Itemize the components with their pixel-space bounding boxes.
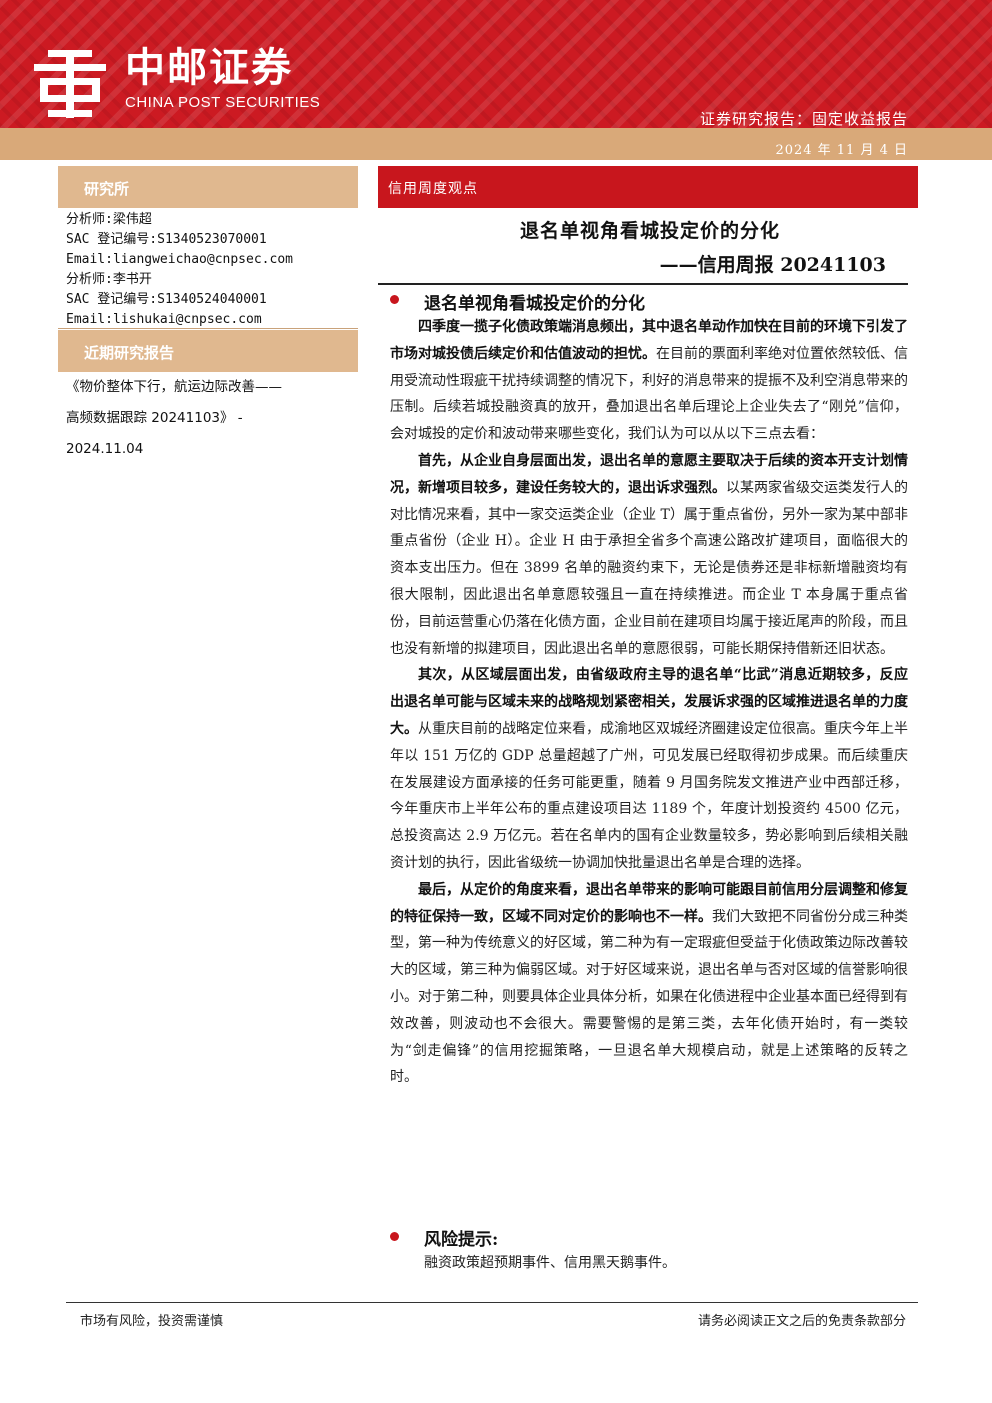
recent-reports-heading: 近期研究报告 xyxy=(84,344,175,362)
title-divider xyxy=(378,283,908,285)
logo-chinese-text: 中邮证券 xyxy=(125,45,293,91)
paragraph: 首先，从企业自身层面出发，退出名单的意愿主要取决于后续的资本开支计划情况，新增项… xyxy=(390,448,908,662)
paragraph-lead: 最后，从定价的角度来看，退出名单带来的影响可能跟目前信用分层调整和修复的特征保持… xyxy=(390,881,908,925)
footer-right: 请务必阅读正文之后的免责条款部分 xyxy=(697,1314,906,1329)
institute-heading: 研究所 xyxy=(84,180,130,198)
sidebar-divider xyxy=(58,328,358,329)
analyst-line: SAC 登记编号:S1340523070001 xyxy=(66,232,267,247)
bullet-icon xyxy=(390,1232,399,1241)
section-label-bar: 信用周度观点 xyxy=(378,166,918,208)
paragraph-lead: 其次，从区域层面出发，由省级政府主导的退名单“比武”消息近期较多，反应出退名单可… xyxy=(390,667,908,737)
recent-report-line: 《物价整体下行，航运边际改善—— xyxy=(66,379,282,395)
analyst-line: SAC 登记编号:S1340524040001 xyxy=(66,292,267,307)
paragraph-lead: 首先，从企业自身层面出发，退出名单的意愿主要取决于后续的资本开支计划情况，新增项… xyxy=(390,452,908,496)
recent-reports-heading-bar: 近期研究报告 xyxy=(58,330,358,372)
risk-heading: 风险提示: xyxy=(424,1230,499,1250)
paragraph-text: 以某两家省级交运类发行人的对比情况来看，其中一家交运类企业（企业 T）属于重点省… xyxy=(390,479,908,657)
paragraph: 四季度一揽子化债政策端消息频出，其中退名单动作加快在目前的环境下引发了市场对城投… xyxy=(390,314,908,448)
institute-heading-bar: 研究所 xyxy=(58,166,358,208)
recent-report-line: 高频数据跟踪 20241103》 - xyxy=(66,410,243,426)
paragraph: 最后，从定价的角度来看，退出名单带来的影响可能跟目前信用分层调整和修复的特征保持… xyxy=(390,877,908,1091)
paragraph: 其次，从区域层面出发，由省级政府主导的退名单“比武”消息近期较多，反应出退名单可… xyxy=(390,662,908,876)
header-banner: 中邮证券 CHINA POST SECURITIES 证券研究报告：固定收益报告 xyxy=(0,0,992,128)
report-subtitle: ——信用周报 20241103 xyxy=(659,254,886,276)
footer-left: 市场有风险，投资需谨慎 xyxy=(80,1314,224,1329)
section-label: 信用周度观点 xyxy=(388,181,478,197)
recent-report-link[interactable]: 《物价整体下行，航运边际改善—— 高频数据跟踪 20241103》 - 2024… xyxy=(66,372,356,465)
analyst-line: 分析师:李书开 xyxy=(66,272,152,287)
paragraph-text: 我们大致把不同省份分成三种类型，第一种为传统意义的好区域，第二种为有一定瑕疵但受… xyxy=(390,908,908,1086)
risk-text: 融资政策超预期事件、信用黑天鹅事件。 xyxy=(424,1255,676,1271)
section-heading: 退名单视角看城投定价的分化 xyxy=(424,294,645,314)
analyst-line: Email:lishukai@cnpsec.com xyxy=(66,312,262,327)
paragraph-lead: 四季度一揽子化债政策端消息频出，其中退名单动作加快在目前的环境下引发了市场对城投… xyxy=(390,319,908,362)
paragraph-text: 从重庆目前的战略定位来看，成渝地区双城经济圈建设定位很高。重庆今年上半年以 15… xyxy=(390,720,908,871)
paragraph-text: 在目前的票面利率绝对位置依然较低、信用受流动性瑕疵干扰持续调整的情况下，利好的消… xyxy=(390,345,908,443)
footer-divider xyxy=(66,1302,918,1303)
analyst-line: 分析师:梁伟超 xyxy=(66,212,152,227)
recent-report-line: 2024.11.04 xyxy=(66,441,144,457)
bullet-icon xyxy=(390,295,399,304)
logo-english-text: CHINA POST SECURITIES xyxy=(125,94,321,111)
report-body: 四季度一揽子化债政策端消息频出，其中退名单动作加快在目前的环境下引发了市场对城投… xyxy=(390,314,908,1091)
report-date: 2024 年 11 月 4 日 xyxy=(775,143,908,158)
date-bar xyxy=(0,128,992,160)
china-post-logo-icon xyxy=(34,50,106,118)
analyst-line: Email:liangweichao@cnpsec.com xyxy=(66,252,293,267)
report-type: 证券研究报告：固定收益报告 xyxy=(699,110,908,128)
report-title: 退名单视角看城投定价的分化 xyxy=(519,220,780,242)
